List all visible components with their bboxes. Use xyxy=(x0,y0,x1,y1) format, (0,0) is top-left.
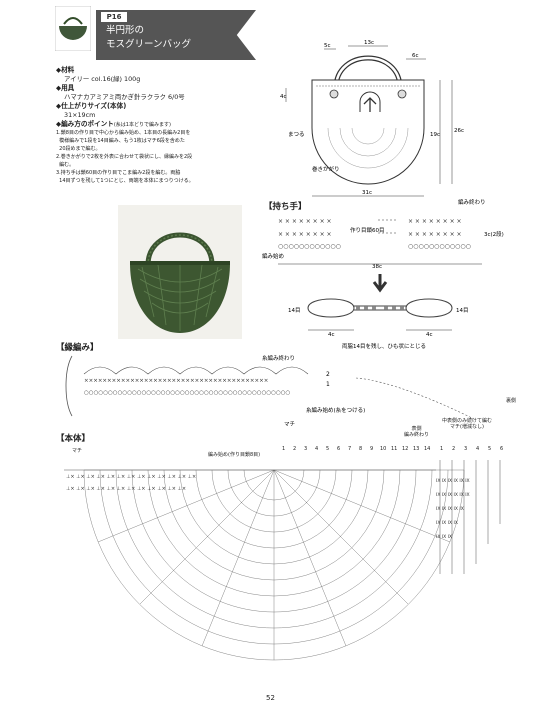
dim-label: 4c xyxy=(280,94,287,100)
stitch-row: IX IX IX IX IX xyxy=(436,506,464,512)
row-number: 4 xyxy=(315,446,319,452)
handle-start-label: 編み始め xyxy=(262,252,284,260)
handle-height: 3c(2段) xyxy=(484,230,504,238)
row-number: 13 xyxy=(413,446,420,452)
body-title: 【本体】 xyxy=(56,434,91,444)
body-gusset-label: マチ xyxy=(72,448,83,454)
handle-chart: × × × × × × × × × × × × × × × × × × × × … xyxy=(262,198,504,350)
handle-end-label: 編み終わり xyxy=(458,198,486,206)
size-heading: ◆仕上がりサイズ(本体) xyxy=(56,102,127,110)
edging-title: 【縁編み】 xyxy=(56,343,99,353)
bag-photo xyxy=(118,205,242,339)
point-line: 3.持ち手は鎖60目の作り目でこま編み2段を編む。両脇 xyxy=(56,170,181,176)
handle-width: 38c xyxy=(372,264,382,270)
row-number: 5 xyxy=(326,446,330,452)
dim-label: 6c xyxy=(412,53,419,59)
row-number: 7 xyxy=(348,446,352,452)
stitch-row: × × × × × × × × xyxy=(408,218,462,225)
row-number: 14 xyxy=(424,446,431,452)
title-line-1: 半円形の xyxy=(106,25,145,36)
stitch-row: ○○○○○○○○○○○○ xyxy=(278,243,341,250)
body-front-end: 表側 編み終わり xyxy=(404,426,430,438)
stitch-row: IX IX IX IX IX IX xyxy=(436,478,470,484)
stitch-row: IX IX IX IX xyxy=(436,520,458,526)
side-label-left: 14目 xyxy=(288,307,301,314)
row-number: 6 xyxy=(337,446,341,452)
edging-row-2: 2 xyxy=(326,371,330,378)
gusset-row-number: 2 xyxy=(452,446,456,452)
page-tag: P16 xyxy=(101,12,127,22)
tools-heading: ◆用具 xyxy=(56,84,75,92)
stitch-row: ⊥× ⊥× ⊥× ⊥× ⊥× ⊥× ⊥× ⊥× ⊥× ⊥× ⊥× ⊥× xyxy=(66,486,186,492)
handle-foundation: 作り目鎖60目 xyxy=(350,226,385,234)
body-chart: ⊥× ⊥× ⊥× ⊥× ⊥× ⊥× ⊥× ⊥× ⊥× ⊥× ⊥× ⊥× ⊥× ⊥… xyxy=(64,460,501,661)
row-number: 2 xyxy=(293,446,297,452)
edging-row-1: 1 xyxy=(326,381,330,388)
stitch-row: × × × × × × × × xyxy=(408,231,462,238)
body-back-side: 裏側 xyxy=(506,398,517,404)
loop-dim-left: 4c xyxy=(328,332,335,338)
gusset-row-number: 5 xyxy=(488,446,492,452)
loop-dim-right: 4c xyxy=(426,332,433,338)
handle-title: 【持ち手】 xyxy=(264,202,307,212)
stitch-row: IX IX IX IX IX IX xyxy=(436,492,470,498)
bag-thumbnail xyxy=(54,5,92,52)
edging-row: ○○○○○○○○○○○○○○○○○○○○○○○○○○○○○○○○○○○○○○○○… xyxy=(84,390,291,396)
point-line: 編む。 xyxy=(56,162,75,168)
points-heading-label: ◆編み方のポイント xyxy=(56,120,114,128)
point-line: 14目ずつを残して1つにとじ、両端を本体にまつりつける。 xyxy=(56,178,194,184)
dim-label: 5c xyxy=(324,43,331,49)
stitch-row: IX IX IX xyxy=(436,534,452,540)
page-number: 52 xyxy=(266,694,275,702)
row-number: 12 xyxy=(402,446,409,452)
point-line: 1.鎖8目の作り目で中心から編み始め、1本目の長編み2目を xyxy=(56,130,191,136)
point-line: 20段めまで編む。 xyxy=(56,146,101,152)
matsuri-label: まつる xyxy=(288,131,305,138)
row-number: 8 xyxy=(359,446,363,452)
edging-row: ×××××××××××××××××××××××××××××××××××××××× xyxy=(84,378,268,384)
gusset-row-number: 4 xyxy=(476,446,480,452)
gusset-row-number: 1 xyxy=(440,446,444,452)
bag-schematic: 5c 13c 6c 4c 26c 19c 31c まつる 巻きかがり xyxy=(280,40,464,197)
edging-gusset: マチ xyxy=(284,421,295,426)
handle-caption: 両脇14目を残し、ひも状にとじる xyxy=(342,342,426,350)
row-number: 1 xyxy=(282,446,286,452)
size-value: 31×19cm xyxy=(64,111,96,119)
side-label-right: 14目 xyxy=(456,307,469,314)
materials-block: ◆材料 アイリー col.16(緑) 100g ◆用具 ハマナカアミアミ両かぎ針… xyxy=(56,66,256,185)
row-number: 10 xyxy=(380,446,387,452)
edging-start-label: 糸編み始め(糸をつける) xyxy=(306,406,365,414)
row-number: 9 xyxy=(370,446,374,452)
body-start-note: 編み始め(作り目鎖8目) xyxy=(208,452,261,458)
gusset-row-number: 3 xyxy=(464,446,468,452)
stitch-row: ⊥× ⊥× ⊥× ⊥× ⊥× ⊥× ⊥× ⊥× ⊥× ⊥× ⊥× ⊥× ⊥× xyxy=(66,474,196,480)
dim-label: 19c xyxy=(430,132,440,138)
title-line-2: モスグリーンバッグ xyxy=(106,39,192,50)
stitch-row: × × × × × × × × xyxy=(278,231,332,238)
points-heading: ◆編み方のポイント(糸は1本どりで編みます) xyxy=(56,120,256,129)
edging-chart: ××××××××××××××××××××××××××××××××××××××××… xyxy=(65,354,477,426)
points-note: (糸は1本どりで編みます) xyxy=(113,122,171,128)
row-number: 11 xyxy=(391,446,398,452)
edging-end-label: 糸編み終わり xyxy=(262,354,295,362)
gusset-row-number: 6 xyxy=(500,446,504,452)
body-gusset-note: 中表側のみ続けて編む マチ(増減なし) xyxy=(442,418,493,430)
dim-label: 26c xyxy=(454,128,464,134)
stitch-row: × × × × × × × × xyxy=(278,218,332,225)
point-line: 2.巻きかがりで2枚を外表に合わせて袋状にし、縁編みを2段 xyxy=(56,154,193,160)
makikagari-label: 巻きかがり xyxy=(312,165,340,173)
dim-label: 31c xyxy=(362,190,372,196)
point-line: 模様編みで1段を14目編み、もう1枚はマチ6段を含めた xyxy=(56,138,185,144)
materials-heading: ◆材料 xyxy=(56,66,75,74)
row-number: 3 xyxy=(304,446,308,452)
tools-value: ハマナカアミアミ両かぎ針ラクラク 6/0号 xyxy=(64,93,185,101)
materials-value: アイリー col.16(緑) 100g xyxy=(64,75,141,83)
stitch-row: ○○○○○○○○○○○○ xyxy=(408,243,471,250)
dim-label: 13c xyxy=(364,40,374,46)
